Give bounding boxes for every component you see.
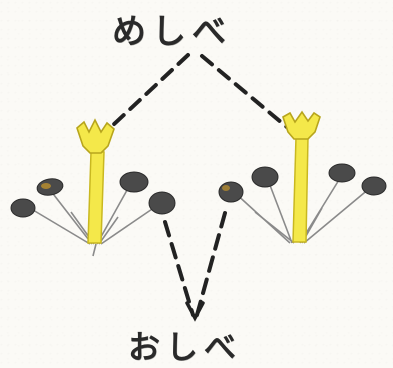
anther xyxy=(219,182,243,202)
anther xyxy=(329,164,355,182)
right-pistil-style xyxy=(293,137,308,242)
pistil-leader-left xyxy=(112,55,188,126)
left-flower xyxy=(11,120,175,256)
anther xyxy=(120,172,148,192)
anther xyxy=(149,192,175,214)
anther xyxy=(11,199,35,217)
pistil-leader-right xyxy=(202,56,288,128)
anther xyxy=(252,167,278,187)
right-flower xyxy=(219,112,386,243)
anther xyxy=(362,177,386,195)
left-pistil-style xyxy=(88,152,104,243)
stamen-leader-left xyxy=(165,222,193,315)
right-anther-highlight xyxy=(222,185,230,191)
stamen-leader-lines xyxy=(165,213,225,315)
left-anther-highlight xyxy=(41,183,51,189)
stamen-leader-tip xyxy=(187,303,203,318)
left-pistil-stigma xyxy=(77,120,114,153)
pistil-leader-lines xyxy=(112,55,288,128)
right-pistil-stigma xyxy=(283,112,320,139)
stamen-leader-right xyxy=(197,213,225,315)
